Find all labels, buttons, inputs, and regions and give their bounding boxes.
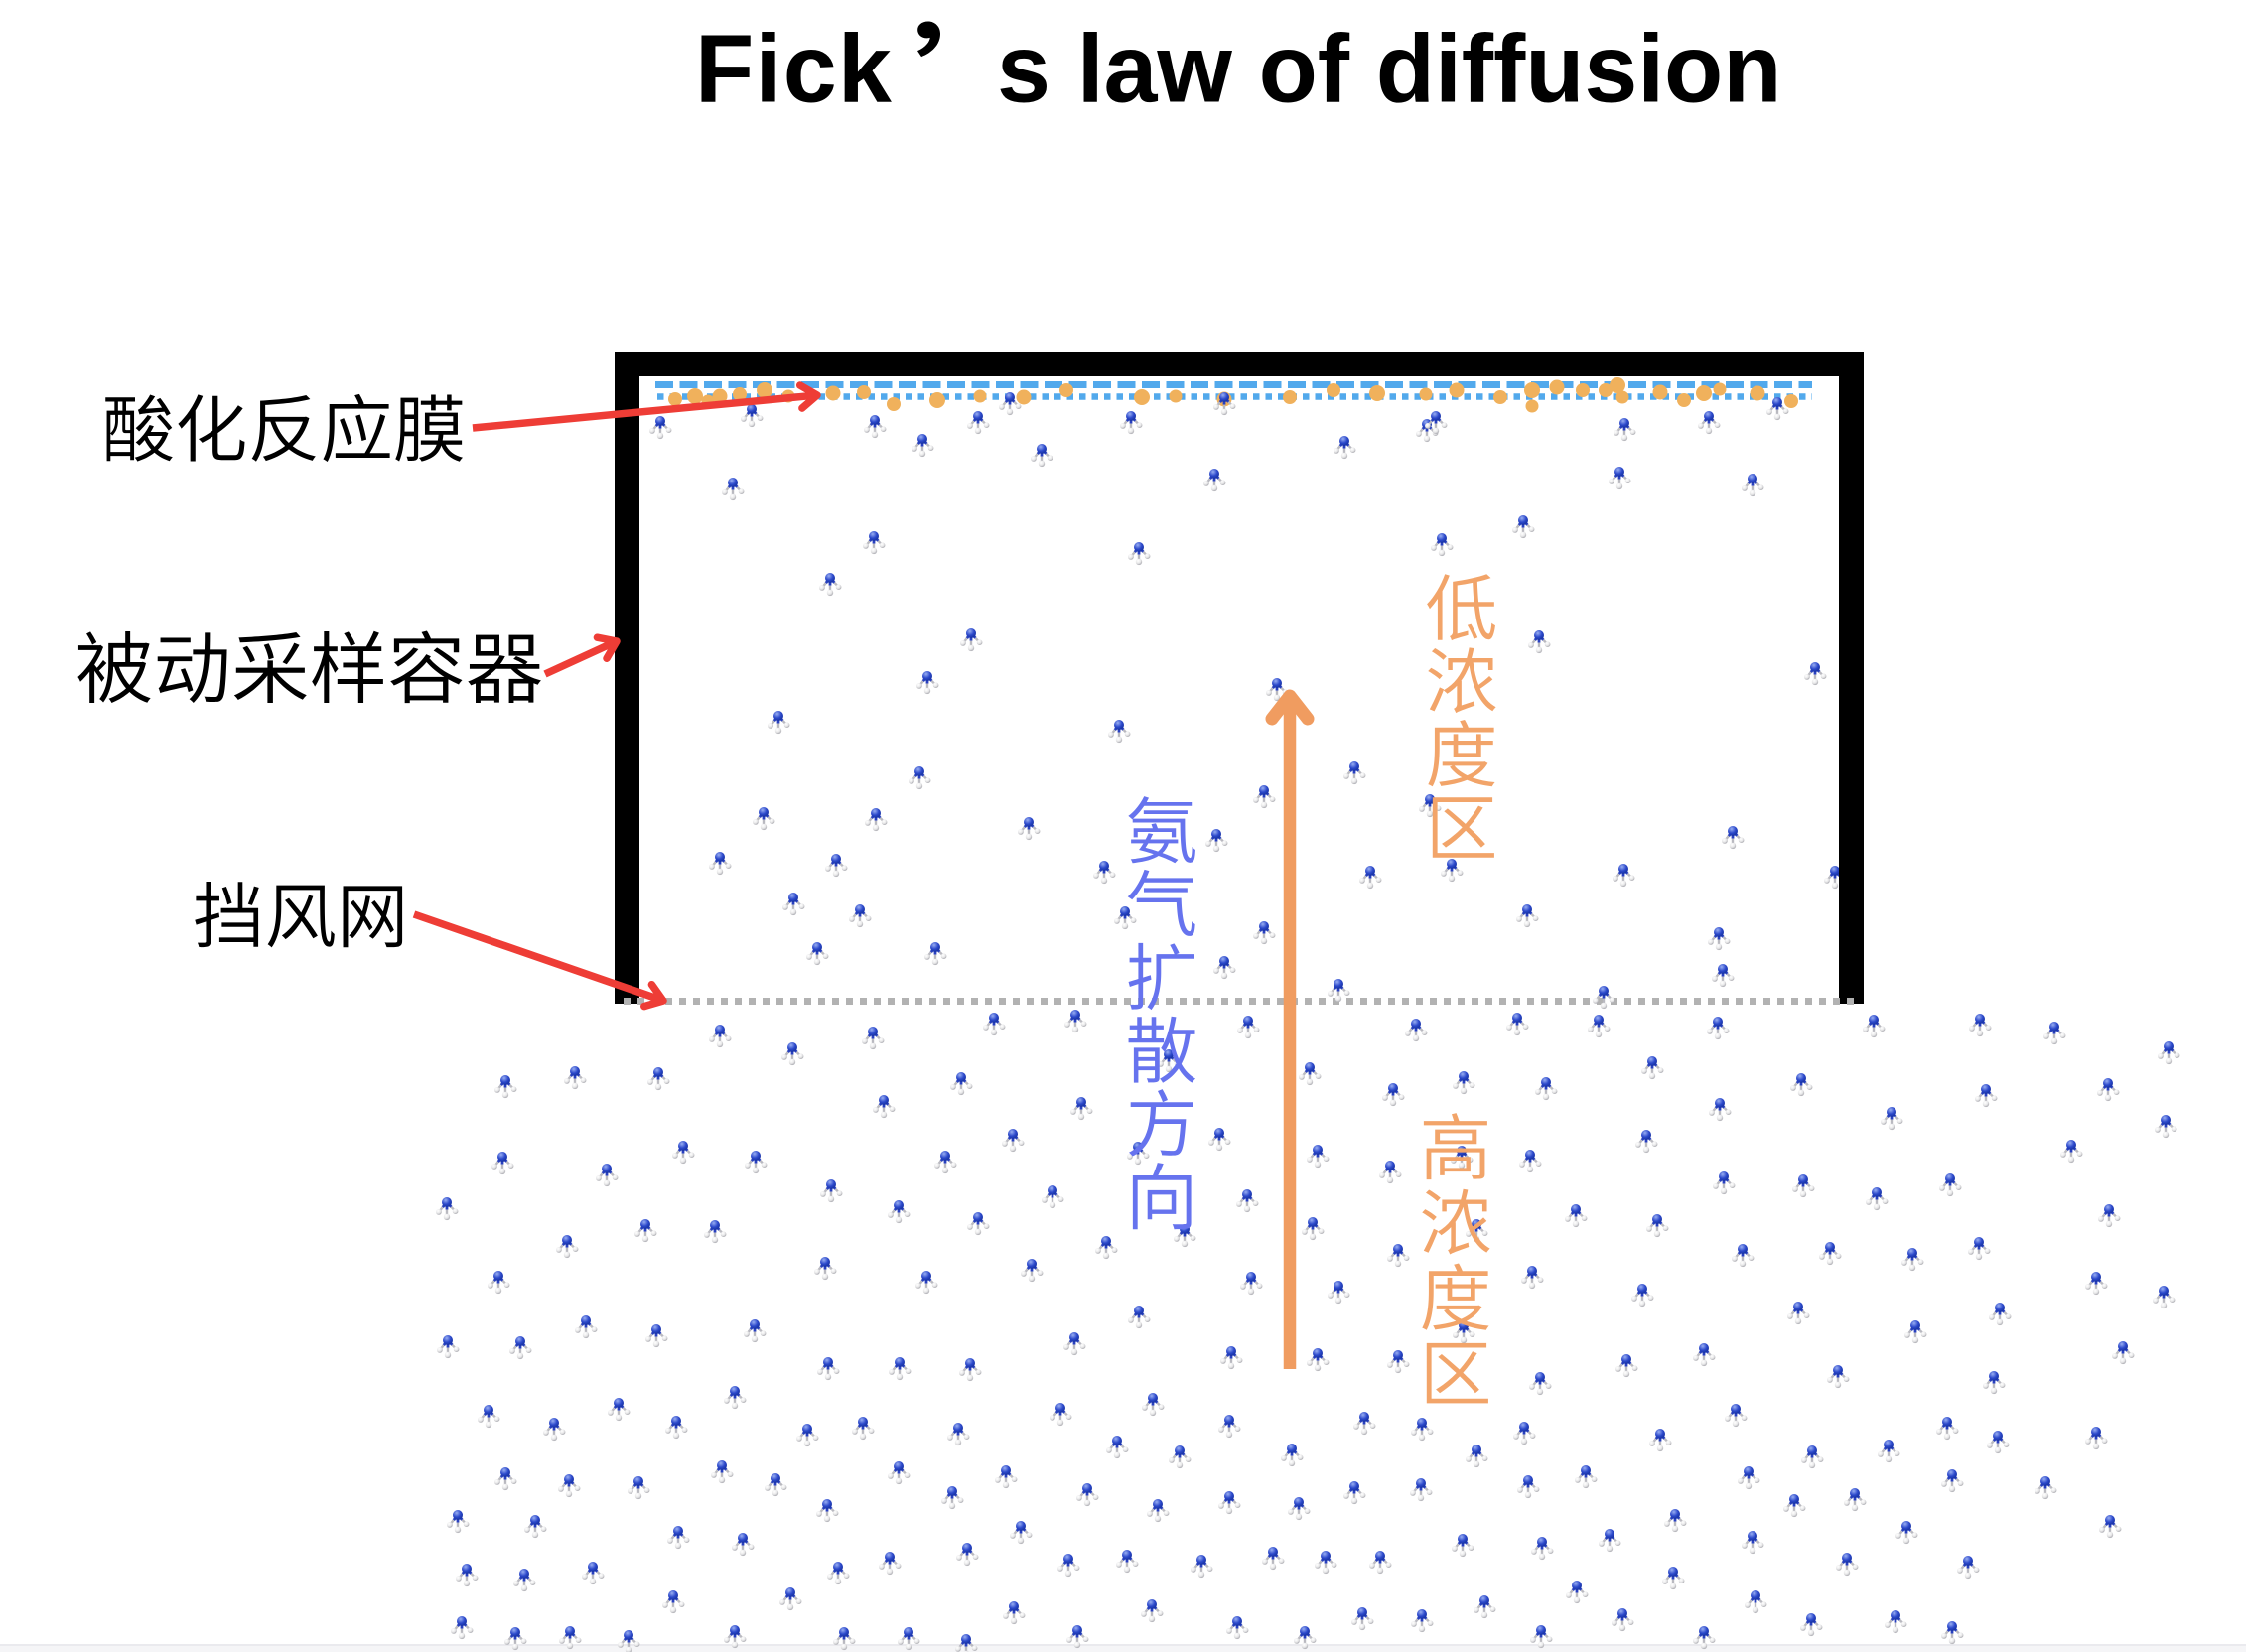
svg-text:s law of diffusion: s law of diffusion [997,15,1781,123]
svg-text:Fick: Fick [695,15,893,123]
